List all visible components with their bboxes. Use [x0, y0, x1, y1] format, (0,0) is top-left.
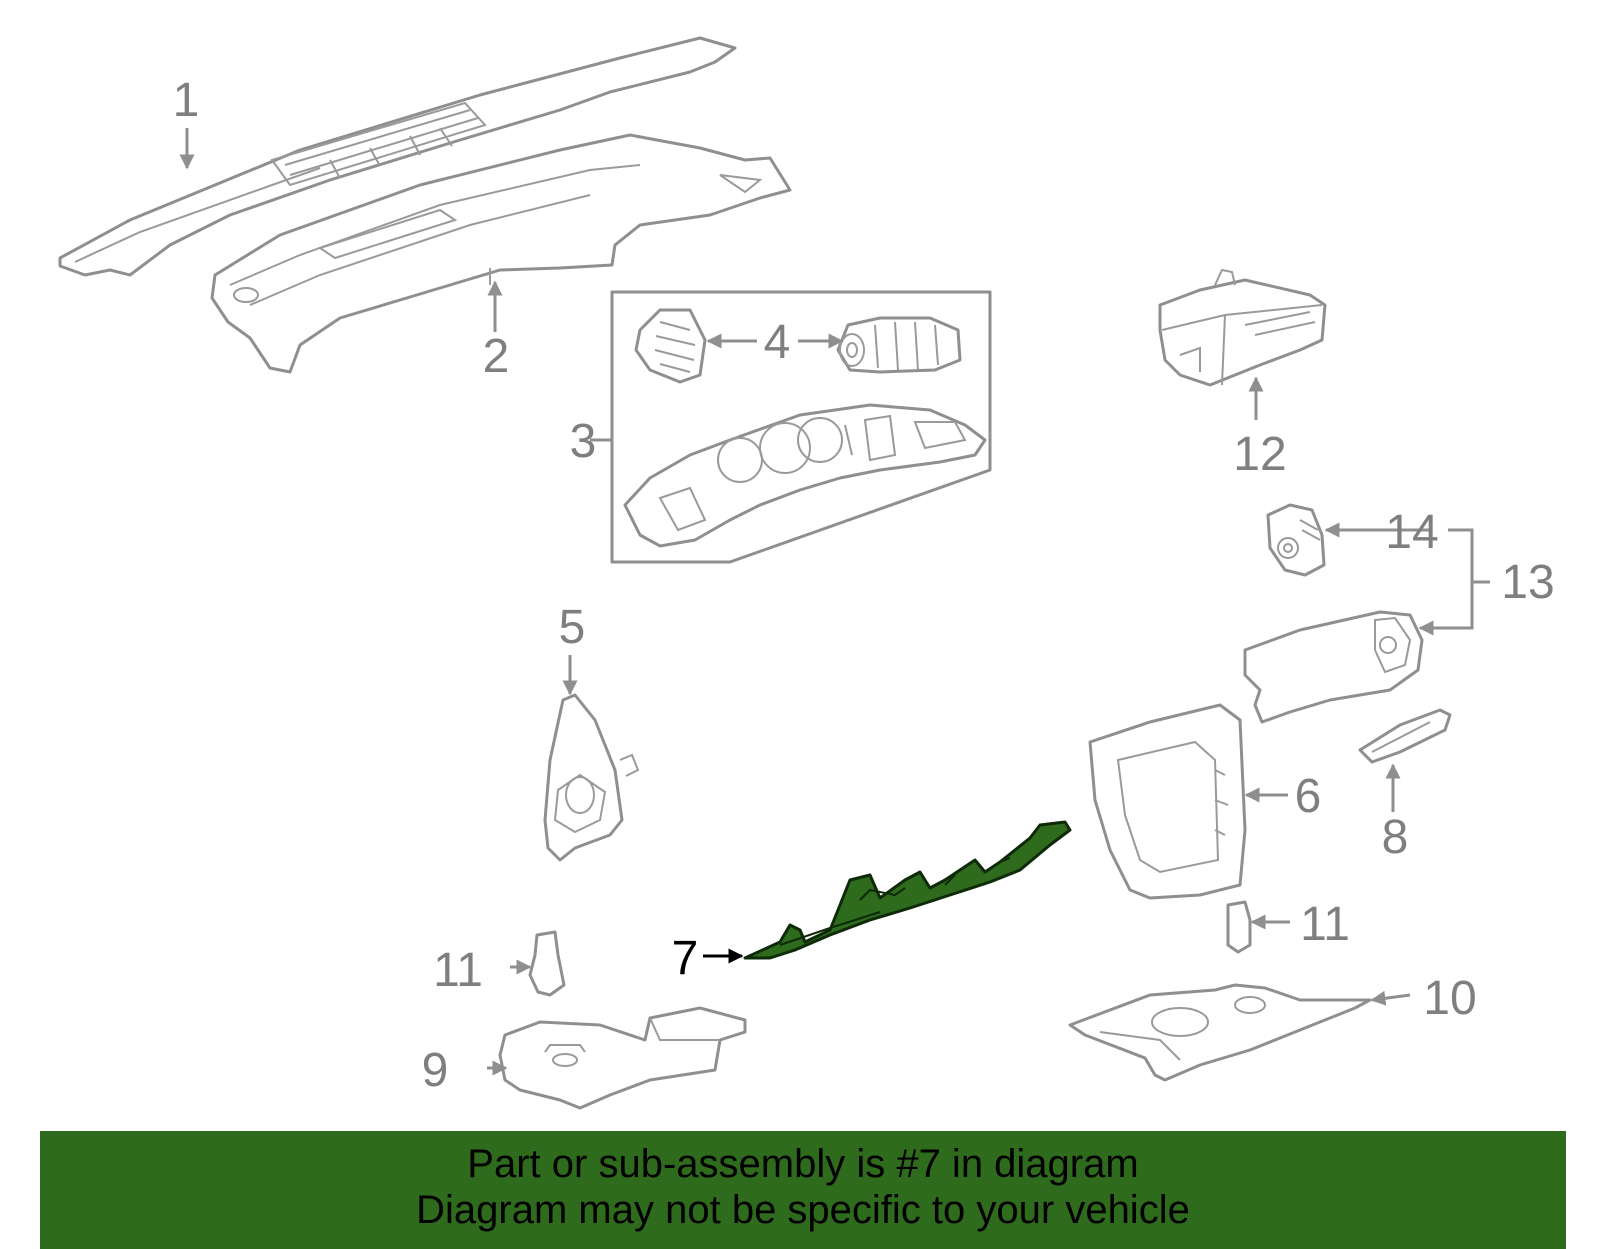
part-11-clip-right [1226, 900, 1252, 954]
part-9-left-panel [498, 1006, 747, 1110]
callout-3: 3 [570, 415, 597, 468]
part-14-small-vent [1266, 503, 1326, 577]
callout-1: 1 [173, 74, 200, 127]
part-7-highlighted-bracket [743, 820, 1072, 960]
callout-7: 7 [672, 932, 699, 985]
callout-13: 13 [1501, 556, 1554, 609]
callout-4: 4 [764, 316, 791, 369]
part-1-defroster-panel [58, 36, 737, 277]
part-4-vent-left [634, 308, 707, 384]
part-5-speaker-trim [543, 693, 640, 862]
part-4-vent-right [836, 316, 962, 374]
part-12-airbag-module [1158, 268, 1327, 387]
part-6-glove-box-door [1088, 703, 1247, 900]
callout-8: 8 [1382, 811, 1409, 864]
part-3-assembly-box [610, 290, 992, 564]
callout-11-right: 11 [1300, 898, 1350, 951]
banner-part-note: Part or sub-assembly is #7 in diagram [467, 1142, 1139, 1186]
callout-11-left: 11 [433, 944, 483, 997]
callout-5: 5 [559, 601, 586, 654]
part-10-right-panel [1068, 983, 1372, 1082]
callout-14: 14 [1385, 506, 1438, 559]
callout-6: 6 [1295, 770, 1322, 823]
banner-disclaimer: Diagram may not be specific to your vehi… [416, 1188, 1190, 1232]
part-8-trim-strip [1358, 708, 1452, 764]
leader-lines [179, 128, 1490, 1076]
callout-9: 9 [422, 1044, 449, 1097]
callout-labels: 1 2 3 4 5 6 7 8 9 10 11 11 12 13 14 [173, 74, 1555, 1097]
info-banner: Part or sub-assembly is #7 in diagram Di… [40, 1131, 1566, 1249]
callout-2: 2 [483, 330, 510, 383]
part-2-dash-pad [210, 133, 792, 374]
part-11-clip-left [528, 930, 566, 997]
part-3-cluster-bezel [623, 403, 987, 548]
callout-10: 10 [1423, 972, 1476, 1025]
callout-12: 12 [1233, 428, 1286, 481]
part-13-vent-housing [1243, 610, 1424, 724]
